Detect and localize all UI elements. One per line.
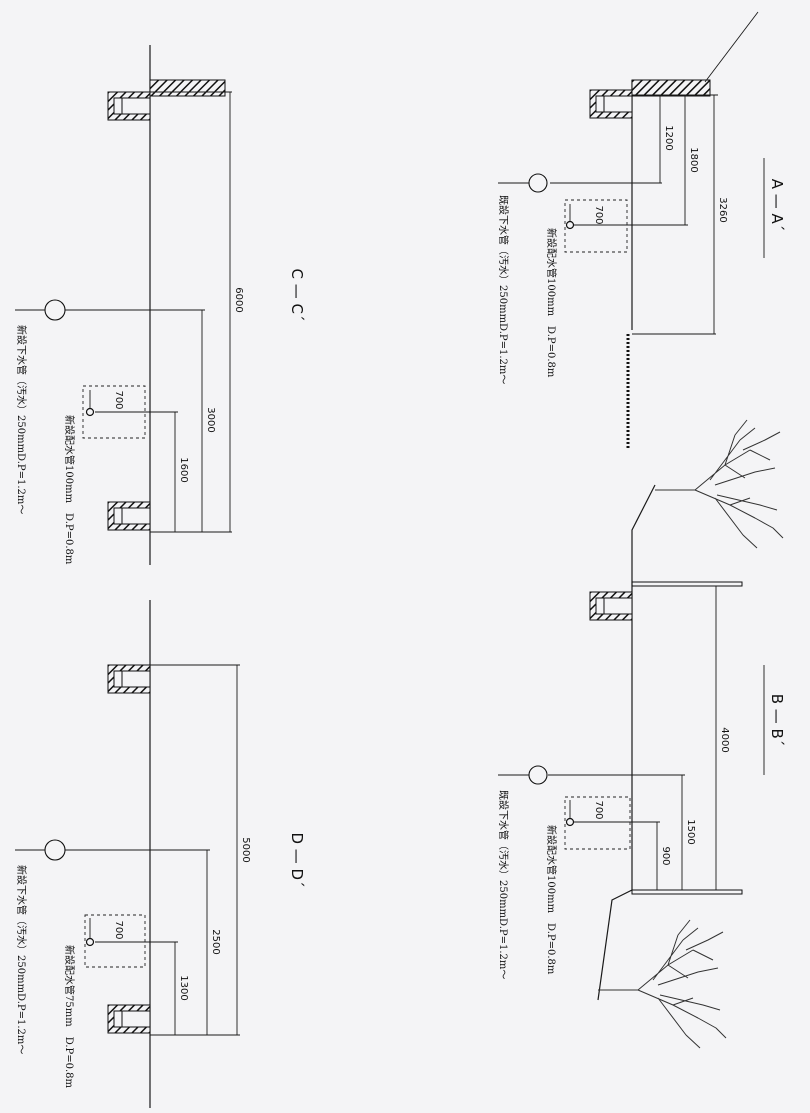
curb [631,889,743,895]
sewer-pipe-note: 既設下水管（汚水）250mmD.P=1.2m～ [497,195,510,384]
pipe-circle-icon [85,407,95,417]
u-gutter-icon [107,664,151,694]
section-title: C — C´ [288,269,306,322]
dim-3260: 3260 [717,197,728,222]
pipe-zone-box [564,796,631,850]
hatched-wall [631,79,711,97]
dim-1500: 1500 [685,819,696,844]
pipe-circle-icon [85,937,95,947]
tree-icon [597,919,727,1049]
dim-1800: 1800 [688,147,699,172]
pipe-zone-box [84,914,146,968]
pipe-circle-icon [528,173,548,193]
water-pipe-note: 新設配水管75mm D.P=0.8m [63,945,76,1089]
pipe-zone-box [564,199,628,253]
section-bb: 4000 1500 900 700 新設配水管100mm D.P=0.8m 既設… [497,419,786,1049]
dim-700: 700 [593,205,604,224]
hatched-wall [149,79,226,97]
u-gutter-icon [589,591,633,621]
pipe-circle-icon [565,220,575,230]
dim-2500: 2500 [210,929,221,954]
road-edge-line [597,484,656,1001]
section-title: B — B´ [768,694,786,747]
section-cc: 6000 3000 1600 700 新設配水管100mm D.P=0.8m 新… [15,45,306,565]
pipe-circle-icon [44,839,66,861]
pipe-zone-box [82,385,146,439]
pipe-circle-icon [44,299,66,321]
dim-1600: 1600 [178,457,189,482]
dim-900: 900 [660,846,671,865]
dim-700: 700 [113,390,124,409]
water-pipe-note: 新設配水管100mm D.P=0.8m [63,415,76,565]
section-dd: 5000 2500 1300 700 新設配水管75mm D.P=0.8m 新設… [15,600,306,1108]
dim-6000: 6000 [233,287,244,312]
section-title: D — D´ [288,832,306,887]
dim-700: 700 [593,800,604,819]
water-pipe-note: 新設配水管100mm D.P=0.8m [545,228,558,378]
section-title: A — A´ [768,179,786,232]
u-gutter-icon [589,89,633,119]
sewer-pipe-note: 新設下水管（汚水）250mmD.P=1.2m～ [15,865,28,1054]
u-gutter-icon [107,501,151,531]
water-pipe-note: 新設配水管100mm D.P=0.8m [545,825,558,975]
dim-3000: 3000 [205,407,216,432]
u-gutter-icon [107,91,151,121]
sewer-pipe-note: 新設下水管（汚水）250mmD.P=1.2m～ [15,325,28,514]
pipe-circle-icon [565,817,575,827]
tree-icon [654,419,784,549]
pipe-circle-icon [528,765,548,785]
dim-1200: 1200 [663,125,674,150]
dim-700: 700 [113,920,124,939]
dim-1300: 1300 [178,975,189,1000]
dim-4000: 4000 [719,727,730,752]
section-aa: 1200 1800 3260 700 新設配水管100mm D.P=0.8m 既… [497,11,786,450]
curb [631,581,743,587]
u-gutter-icon [107,1004,151,1034]
dim-5000: 5000 [240,837,251,862]
sewer-pipe-note: 既設下水管（汚水）250mmD.P=1.2m～ [497,790,510,979]
